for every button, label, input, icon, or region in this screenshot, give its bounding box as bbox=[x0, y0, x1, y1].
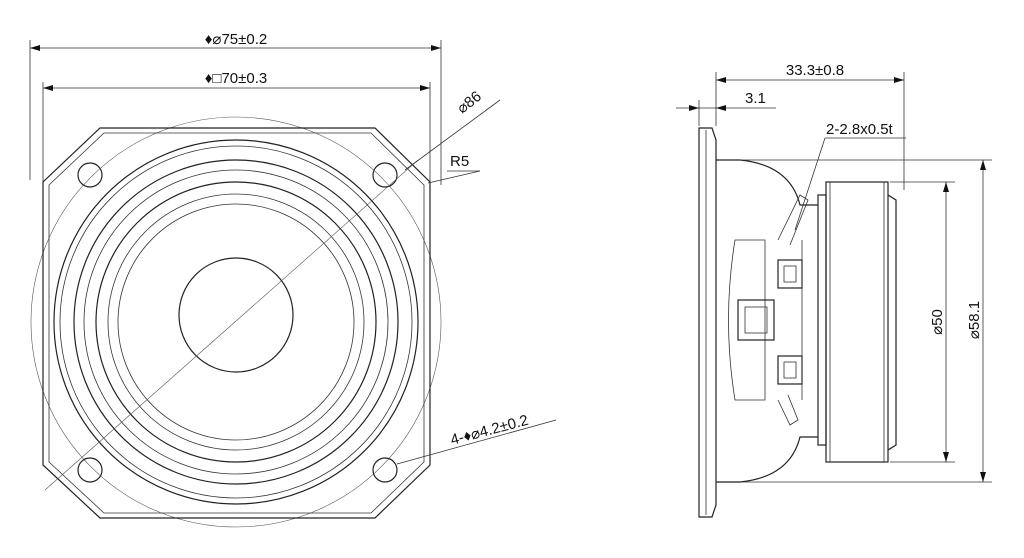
dust-cap bbox=[178, 257, 294, 373]
terminal-mount bbox=[737, 299, 775, 341]
dim-flange-thickness: 3.1 bbox=[745, 90, 766, 107]
dim-corner-radius: R5 bbox=[450, 153, 469, 170]
side-view bbox=[698, 127, 897, 518]
front-dimensions: ♦⌀75±0.2 ♦□70±0.3 ⌀86 R5 4-♦⌀4.2±0.2 bbox=[29, 31, 557, 465]
front-view bbox=[30, 116, 442, 528]
dim581-arrow-top bbox=[980, 160, 986, 170]
dim333-arrow-left bbox=[716, 77, 726, 83]
dim333-arrow-right bbox=[894, 77, 904, 83]
terminal-lower-inner bbox=[783, 361, 797, 379]
terminal-mount-inner bbox=[744, 306, 768, 334]
dim-terminals: 2-2.8x0.5t bbox=[826, 121, 894, 138]
terminal-upper bbox=[777, 259, 803, 289]
cone-outer-ring bbox=[95, 181, 377, 463]
basket-upper bbox=[716, 159, 818, 206]
dim31-arrow-right bbox=[716, 105, 726, 111]
flange bbox=[698, 127, 717, 518]
surround-ring-3 bbox=[73, 159, 399, 485]
mount-hole-top-left bbox=[77, 162, 103, 188]
cone-ring-3 bbox=[117, 203, 355, 441]
dim-depth: 33.3±0.8 bbox=[786, 62, 844, 79]
dim31-arrow-left bbox=[689, 105, 699, 111]
diagonal-center-line bbox=[44, 159, 419, 491]
basket-window bbox=[728, 239, 766, 401]
mount-hole-bottom-right bbox=[372, 457, 398, 483]
dim70-arrow-right bbox=[420, 85, 430, 91]
terminal-lower bbox=[777, 355, 803, 385]
surround-ring-4 bbox=[83, 169, 389, 475]
magnet bbox=[825, 181, 889, 463]
frame-outline bbox=[42, 127, 431, 519]
mount-hole-top-right bbox=[372, 162, 398, 188]
dim75-arrow-left bbox=[30, 45, 40, 51]
dim70-arrow-left bbox=[43, 85, 53, 91]
dim581-arrow-bottom bbox=[980, 472, 986, 482]
r5-leader bbox=[427, 170, 481, 184]
surround-outer-ring bbox=[53, 139, 419, 505]
terminal-leader bbox=[794, 137, 826, 231]
surround-ring-2 bbox=[59, 145, 413, 499]
terminal-upper-inner bbox=[783, 265, 797, 283]
dim86-leader bbox=[404, 99, 501, 171]
dim-mount-holes: 4-♦⌀4.2±0.2 bbox=[449, 412, 531, 449]
back-cap bbox=[887, 194, 897, 451]
dim-outer-width: ♦⌀75±0.2 bbox=[205, 31, 267, 48]
dim-magnet-diameter: ⌀50 bbox=[929, 309, 946, 335]
magnet-plate bbox=[817, 194, 827, 446]
dim50-arrow-bottom bbox=[943, 452, 949, 462]
dim-mount-square: ♦□70±0.3 bbox=[205, 70, 267, 87]
dim50-arrow-top bbox=[943, 182, 949, 192]
terminal-tab-upper bbox=[777, 194, 809, 246]
holes-leader bbox=[396, 419, 557, 465]
side-dimensions: 33.3±0.8 3.1 2-2.8x0.5t ⌀50 ⌀58.1 bbox=[676, 62, 992, 483]
dim75-arrow-right bbox=[431, 45, 441, 51]
reference-circle bbox=[30, 116, 442, 528]
dim-back-diameter: ⌀58.1 bbox=[966, 301, 983, 339]
basket-lower bbox=[716, 436, 818, 483]
dim-circle-diameter: ⌀86 bbox=[454, 88, 485, 117]
terminal-tab-lower bbox=[777, 394, 799, 426]
frame-inner-outline bbox=[48, 132, 425, 514]
cone-ring-2 bbox=[107, 193, 365, 451]
mount-hole-bottom-left bbox=[77, 457, 103, 483]
